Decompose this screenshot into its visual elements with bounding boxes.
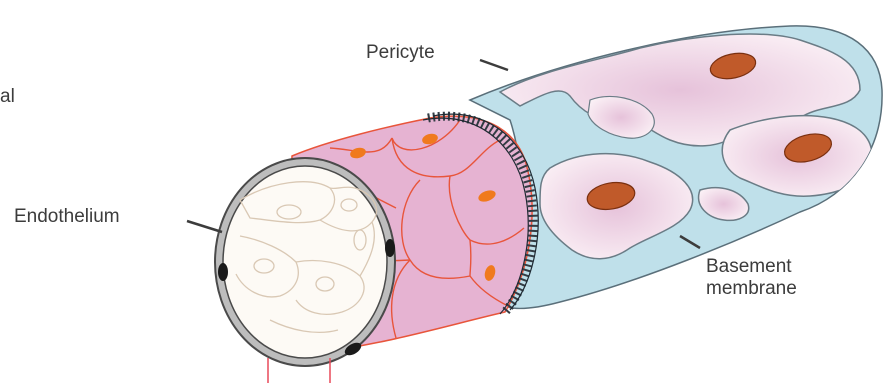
basement-membrane-label: Basement membrane xyxy=(706,256,797,300)
pericyte-leader-line xyxy=(480,60,508,70)
pericyte-label: Pericyte xyxy=(366,42,435,64)
endothelium-label: Endothelium xyxy=(14,206,120,228)
endothelium-leader-line xyxy=(187,221,222,232)
ring-nucleus-left xyxy=(218,263,228,281)
partial-label: al xyxy=(0,86,15,108)
basement-label-line2: membrane xyxy=(706,278,797,300)
lumen-interior xyxy=(223,166,387,358)
basement-label-line1: Basement xyxy=(706,256,797,278)
ring-nucleus-right xyxy=(385,239,395,257)
